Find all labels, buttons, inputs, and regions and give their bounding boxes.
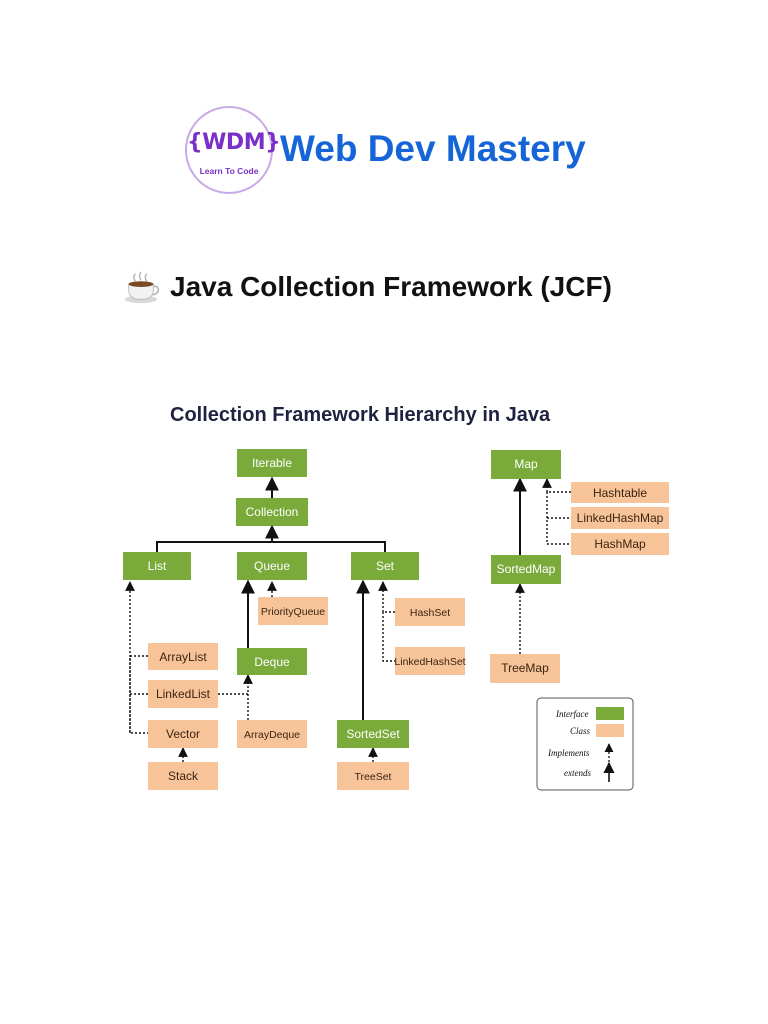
svg-text:Set: Set <box>376 559 395 573</box>
legend-class-swatch <box>596 724 624 737</box>
node-sorted-set: SortedSet <box>337 720 409 748</box>
svg-text:TreeMap: TreeMap <box>501 661 549 675</box>
logo-mark: {WDM} <box>187 130 281 155</box>
diagram-title: Collection Framework Hierarchy in Java <box>170 404 551 426</box>
collection-hierarchy-diagram: Collection Framework Hierarchy in Java I… <box>123 404 669 791</box>
svg-text:ArrayDeque: ArrayDeque <box>244 729 300 741</box>
node-hash-set: HashSet <box>395 598 465 626</box>
svg-text:Vector: Vector <box>166 727 200 741</box>
node-array-list: ArrayList <box>148 643 218 670</box>
node-linked-hash-map: LinkedHashMap <box>571 507 669 529</box>
node-stack: Stack <box>148 762 218 790</box>
svg-text:List: List <box>148 559 167 573</box>
svg-text:PriorityQueue: PriorityQueue <box>261 606 325 618</box>
page-title: Java Collection Framework (JCF) <box>122 268 612 306</box>
node-queue: Queue <box>237 552 307 580</box>
node-vector: Vector <box>148 720 218 748</box>
node-list: List <box>123 552 191 580</box>
legend-class-label: Class <box>570 726 591 736</box>
svg-text:Stack: Stack <box>168 769 199 783</box>
node-priority-queue: PriorityQueue <box>258 597 328 625</box>
node-set: Set <box>351 552 419 580</box>
edge-set-implementations <box>382 611 395 662</box>
node-hash-map: HashMap <box>571 533 669 555</box>
interface-nodes: Iterable Collection List Queue Set Deque… <box>123 449 561 748</box>
svg-text:Map: Map <box>514 457 538 471</box>
svg-text:Collection: Collection <box>246 505 299 519</box>
page-title-text: Java Collection Framework (JCF) <box>170 271 612 302</box>
node-collection: Collection <box>236 498 308 526</box>
svg-text:LinkedHashSet: LinkedHashSet <box>394 656 465 668</box>
svg-text:Hashtable: Hashtable <box>593 486 647 500</box>
legend-interface-swatch <box>596 707 624 720</box>
brand-name: Web Dev Mastery <box>280 128 586 169</box>
svg-text:HashMap: HashMap <box>594 537 646 551</box>
svg-text:SortedMap: SortedMap <box>497 562 556 576</box>
edge-linkedlist-deque <box>218 674 253 695</box>
node-tree-set: TreeSet <box>337 762 409 790</box>
node-sorted-map: SortedMap <box>491 555 561 584</box>
logo: {WDM} Learn To Code <box>185 106 281 194</box>
class-nodes: PriorityQueue HashSet LinkedHashSet Arra… <box>148 482 669 790</box>
node-tree-map: TreeMap <box>490 654 560 683</box>
node-deque: Deque <box>237 648 307 675</box>
node-linked-list: LinkedList <box>148 680 218 708</box>
node-hashtable: Hashtable <box>571 482 669 503</box>
legend-extends-label: extends <box>564 768 591 778</box>
svg-text:Queue: Queue <box>254 559 290 573</box>
edge-children-collection <box>156 541 386 552</box>
node-iterable: Iterable <box>237 449 307 477</box>
svg-text:SortedSet: SortedSet <box>346 727 400 741</box>
svg-text:Deque: Deque <box>254 655 290 669</box>
node-map: Map <box>491 450 561 479</box>
logo-tagline: Learn To Code <box>199 166 259 176</box>
svg-text:ArrayList: ArrayList <box>159 650 207 664</box>
coffee-cup-icon <box>124 271 160 304</box>
node-linked-hash-set: LinkedHashSet <box>394 647 466 675</box>
svg-text:LinkedList: LinkedList <box>156 687 211 701</box>
svg-text:HashSet: HashSet <box>410 607 450 619</box>
svg-text:LinkedHashMap: LinkedHashMap <box>577 511 664 525</box>
node-array-deque: ArrayDeque <box>237 720 307 748</box>
svg-text:Iterable: Iterable <box>252 456 292 470</box>
legend-implements-label: Implements <box>547 748 590 758</box>
svg-text:TreeSet: TreeSet <box>355 771 392 783</box>
legend: Interface Class Implements extends <box>536 697 634 791</box>
legend-interface-label: Interface <box>555 709 588 719</box>
